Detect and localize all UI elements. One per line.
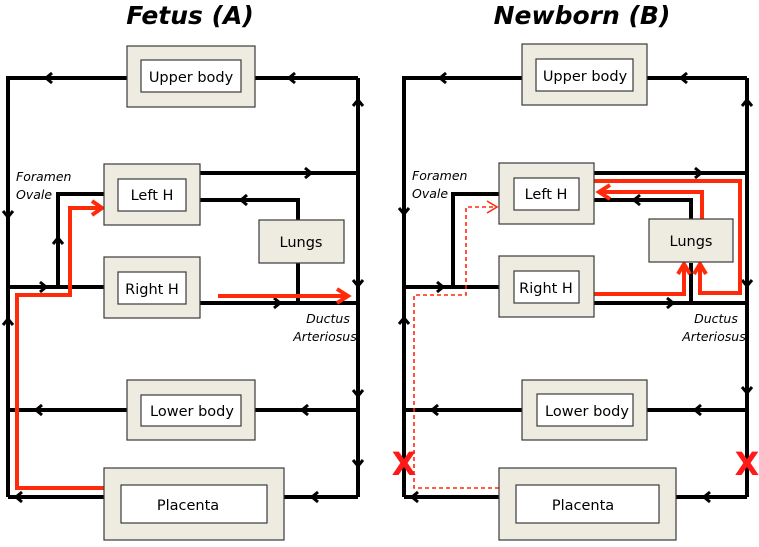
arrow-up-icon [740, 97, 754, 107]
arrow-right-icon [304, 166, 314, 180]
arrow-right-icon [694, 166, 704, 180]
vessel-foramen-ovale [56, 192, 104, 287]
label-foramen-ovale: Foramen Ovale [16, 169, 72, 202]
box-upper-body: Upper body [126, 45, 256, 108]
label-ductus-arteriosus: Ductus Arteriosus [681, 311, 746, 344]
box-placenta: Placenta [103, 467, 285, 541]
red-path-lh-to-body [594, 179, 742, 295]
panel-newborn: Newborn (B) [392, 1, 759, 541]
box-left-heart: Left H [498, 162, 595, 225]
vessel-foramen-ovale [451, 192, 499, 287]
box-label: Upper body [543, 69, 628, 85]
arrow-right-icon [436, 280, 446, 294]
box-lower-body: Lower body [521, 379, 648, 441]
oxygenated-path-closed [413, 200, 499, 489]
arrow-left-icon [33, 403, 43, 417]
arrow-up-icon [351, 97, 365, 107]
annotation-line: Arteriosus [681, 329, 746, 344]
blocked-x-icon: X [392, 445, 417, 483]
arrow-up-icon [1, 316, 15, 326]
flow-arrows [1, 71, 365, 504]
box-label: Lungs [670, 234, 713, 250]
box-lungs: Lungs [258, 219, 345, 264]
box-label: Lower body [150, 404, 234, 420]
vessel-pulm-vein [200, 198, 300, 220]
box-label: Upper body [149, 70, 234, 86]
arrow-up-icon [397, 315, 411, 325]
arrow-down-icon [1, 210, 15, 220]
annotation-line: Arteriosus [292, 329, 357, 344]
red-arrow-icon [676, 260, 692, 276]
blocked-x-icon: X [735, 445, 759, 483]
oxygenated-path [594, 179, 742, 296]
panel-fetus: Fetus (A) [1, 1, 365, 541]
arrow-left-icon [631, 193, 641, 207]
box-placenta: Placenta [498, 467, 677, 541]
arrow-left-icon [701, 490, 711, 504]
label-foramen-ovale: Foramen Ovale [412, 168, 468, 201]
red-path-rh-to-lungs [594, 266, 686, 296]
arrow-left-icon [299, 403, 309, 417]
vessel-upper-return [402, 76, 522, 497]
box-label: Placenta [552, 498, 614, 514]
arrow-left-icon [13, 490, 23, 504]
arrow-left-icon [309, 490, 319, 504]
arrow-down-icon [351, 279, 365, 289]
annotation-line: Foramen [16, 169, 72, 184]
arrow-down-icon [351, 459, 365, 469]
box-label: Left H [525, 187, 568, 203]
arrow-down-icon [740, 279, 754, 289]
panel-title: Fetus (A) [126, 1, 254, 30]
arrow-right-icon [666, 296, 676, 310]
red-arrow-icon [486, 200, 499, 214]
annotation-line: Ductus [694, 311, 738, 326]
box-label: Lower body [545, 404, 629, 420]
box-left-heart: Left H [103, 163, 201, 226]
arrow-left-icon [692, 403, 702, 417]
arrow-left-icon [238, 193, 248, 207]
red-dashed-path [413, 206, 499, 489]
box-lower-body: Lower body [126, 379, 256, 441]
red-arrow-icon [335, 287, 352, 305]
arrow-left-icon [409, 490, 419, 504]
red-arrow-icon [595, 183, 612, 201]
box-right-heart: Right H [103, 256, 201, 319]
annotation-line: Ovale [412, 186, 448, 201]
flow-arrows [397, 71, 754, 504]
annotation-line: Foramen [412, 168, 468, 183]
box-right-heart: Right H [498, 255, 595, 318]
annotation-line: Ovale [16, 187, 52, 202]
annotation-line: Ductus [306, 311, 350, 326]
arrow-left-icon [429, 403, 439, 417]
arrow-down-icon [740, 386, 754, 396]
arrow-right-icon [39, 280, 49, 294]
arrow-left-icon [678, 71, 688, 85]
arrow-left-icon [437, 71, 447, 85]
box-label: Left H [131, 188, 174, 204]
arrow-down-icon [351, 389, 365, 399]
arrow-right-icon [273, 296, 283, 310]
arrow-left-icon [286, 71, 296, 85]
oxygenated-path [15, 199, 352, 490]
box-upper-body: Upper body [521, 43, 648, 106]
red-path-placenta-to-lh [15, 206, 104, 490]
arrow-up-icon [51, 235, 65, 245]
box-lungs: Lungs [648, 218, 734, 263]
box-label: Right H [519, 281, 573, 297]
vessel-pulm-vein [594, 198, 693, 220]
box-label: Lungs [280, 235, 323, 251]
arrow-down-icon [397, 207, 411, 217]
box-label: Placenta [157, 498, 219, 514]
red-arrow-icon [692, 260, 708, 276]
vessel-upper-return [6, 76, 127, 497]
red-path-lungs-to-lh [600, 190, 704, 220]
arrow-left-icon [43, 71, 53, 85]
label-ductus-arteriosus: Ductus Arteriosus [292, 311, 357, 344]
panel-title: Newborn (B) [494, 1, 671, 30]
red-arrow-icon [90, 199, 106, 217]
box-label: Right H [125, 282, 179, 298]
